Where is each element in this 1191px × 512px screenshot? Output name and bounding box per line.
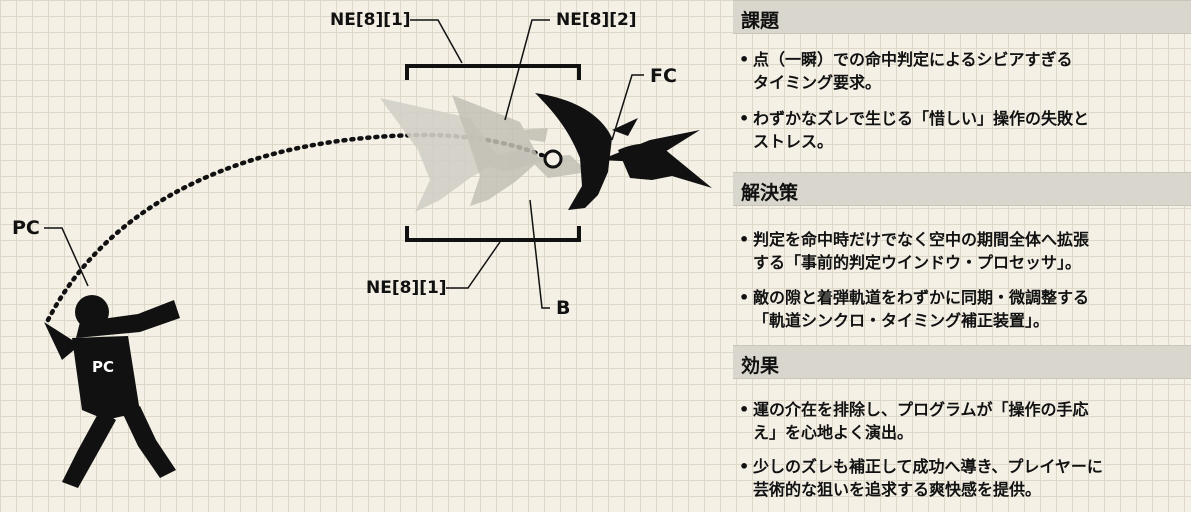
summary-panel: 課題 • 点（一瞬）での命中判定によるシビアすぎる タイミング要求。 • わずか… [733, 0, 1191, 512]
label-ne81-top: NE[8][1] [330, 10, 411, 30]
label-fc: FC [650, 65, 677, 87]
bullet-problem-1: • 点（一瞬）での命中判定によるシビアすぎる タイミング要求。 [739, 50, 1073, 92]
player-character-figure [44, 295, 180, 488]
pterodactyl-fc [535, 93, 712, 210]
bullet-effect-2: • 少しのズレも補正して成功へ導き、プレイヤーに 芸術的な狙いを追求する爽快感を… [739, 457, 1103, 499]
hit-point-marker [543, 149, 563, 169]
diagram-canvas [44, 19, 712, 488]
bullet-solution-2: • 敵の隙と着弾軌道をわずかに同期・微調整する 「軌道シンクロ・タイミング補正装… [739, 288, 1090, 330]
bullet-effect-1: • 運の介在を排除し、プログラムが「操作の手応 え」を心地よく演出。 [739, 400, 1089, 442]
leader-lines [44, 19, 644, 309]
label-ne81-bottom: NE[8][1] [366, 278, 447, 298]
label-pc-body: PC [92, 358, 115, 376]
section-header-solution: 解決策 [733, 172, 1191, 206]
label-ne82-top: NE[8][2] [556, 10, 637, 30]
bullet-solution-1: • 判定を命中時だけでなく空中の期間全体へ拡張 する「事前的判定ウインドウ・プロ… [739, 230, 1090, 272]
bullet-problem-2: • わずかなズレで生じる「惜しい」操作の失敗と ストレス。 [739, 109, 1090, 151]
section-header-problem: 課題 [733, 0, 1191, 34]
judgment-window-bracket [405, 64, 581, 242]
label-b: B [556, 297, 571, 319]
section-header-effect: 効果 [733, 345, 1191, 379]
label-pc: PC [12, 217, 40, 239]
pterodactyl-ghost-ne82 [452, 95, 588, 206]
